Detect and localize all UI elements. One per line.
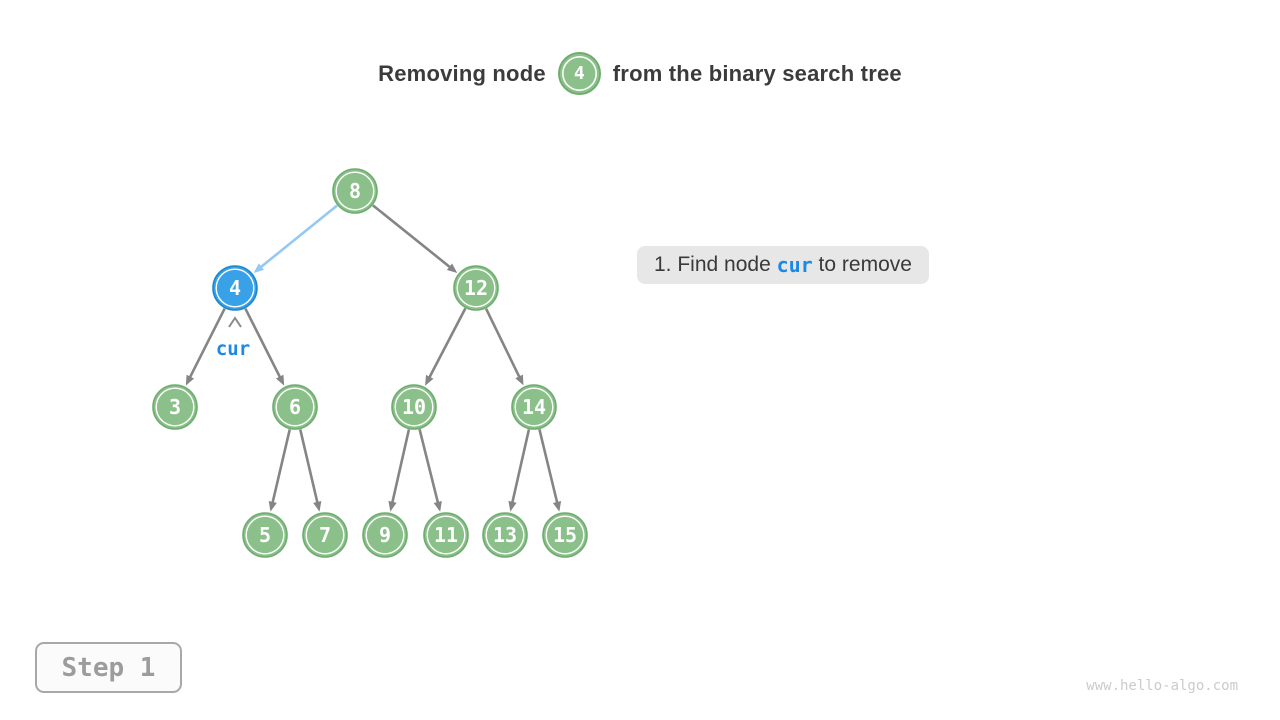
tree-node-8: 8 — [332, 168, 378, 214]
node-circle — [453, 265, 499, 311]
node-inner-ring — [335, 171, 375, 211]
tree-edge — [244, 307, 283, 380]
node-circle — [242, 512, 288, 558]
tree-node-label: 3 — [169, 395, 181, 419]
instruction-callout: 1. Find node cur to remove — [637, 246, 929, 284]
tree-node-13: 13 — [482, 512, 528, 558]
tree-node-label: 5 — [259, 523, 271, 547]
node-inner-ring — [394, 387, 434, 427]
node-inner-ring — [365, 515, 405, 555]
node-circle — [511, 384, 557, 430]
arrowhead-icon — [268, 500, 277, 512]
node-circle — [272, 384, 318, 430]
arrowhead-icon — [446, 263, 458, 273]
tree-edge — [187, 307, 226, 380]
watermark: www.hello-algo.com — [1086, 678, 1238, 694]
tree-edge — [270, 429, 292, 506]
node-circle — [212, 265, 258, 311]
caret-up-icon — [228, 316, 242, 328]
arrowhead-icon — [515, 374, 524, 386]
tree-node-label: 15 — [553, 523, 577, 547]
tree-edge-highlighted — [258, 204, 338, 270]
arrowhead-icon — [433, 500, 442, 512]
node-circle — [362, 512, 408, 558]
tree-edge — [510, 429, 531, 506]
tree-edge — [427, 307, 467, 381]
arrowhead-icon — [425, 374, 434, 386]
instruction-keyword-cur: cur — [776, 253, 813, 277]
cur-pointer-label: cur — [216, 338, 250, 360]
arrowhead-icon — [552, 500, 562, 512]
title-suffix: from the binary search tree — [612, 60, 902, 86]
tree-node-11: 11 — [423, 512, 469, 558]
tree-edge — [538, 429, 559, 506]
tree-node-10: 10 — [391, 384, 437, 430]
tree-node-4: 4 — [212, 265, 258, 311]
tree-node-9: 9 — [362, 512, 408, 558]
node-circle — [152, 384, 198, 430]
arrowhead-icon — [388, 500, 397, 512]
tree-node-15: 15 — [542, 512, 588, 558]
tree-node-label: 10 — [402, 395, 426, 419]
node-circle — [482, 512, 528, 558]
step-badge: Step 1 — [35, 642, 182, 693]
node-inner-ring — [245, 515, 285, 555]
node-inner-ring — [514, 387, 554, 427]
node-circle — [423, 512, 469, 558]
arrowhead-icon — [508, 500, 517, 512]
instruction-prefix: 1. Find node — [654, 253, 777, 276]
node-inner-ring — [305, 515, 345, 555]
node-inner-ring — [456, 268, 496, 308]
tree-node-14: 14 — [511, 384, 557, 430]
node-inner-ring — [485, 515, 525, 555]
title-node-circle: 4 — [557, 52, 601, 95]
tree-edge — [372, 204, 453, 270]
node-inner-ring — [426, 515, 466, 555]
tree-node-label: 12 — [464, 276, 488, 300]
tree-node-12: 12 — [453, 265, 499, 311]
tree-node-label: 14 — [522, 395, 546, 419]
step-badge-label: Step 1 — [61, 652, 156, 683]
title-prefix: Removing node — [378, 60, 546, 86]
diagram-title: Removing node 4 from the binary search t… — [0, 52, 1280, 95]
tree-node-label: 6 — [289, 395, 301, 419]
node-inner-ring — [545, 515, 585, 555]
tree-node-label: 13 — [493, 523, 517, 547]
node-inner-ring — [215, 268, 255, 308]
tree-edge — [418, 428, 440, 506]
tree-node-5: 5 — [242, 512, 288, 558]
tree-edge — [484, 308, 522, 380]
tree-node-3: 3 — [152, 384, 198, 430]
tree-node-label: 4 — [229, 276, 241, 300]
tree-node-6: 6 — [272, 384, 318, 430]
node-circle — [391, 384, 437, 430]
arrowhead-icon — [275, 374, 285, 386]
tree-node-7: 7 — [302, 512, 348, 558]
node-circle — [302, 512, 348, 558]
title-node-value: 4 — [573, 63, 585, 84]
arrowhead-icon — [253, 263, 265, 273]
tree-node-label: 7 — [319, 523, 331, 547]
arrowhead-icon — [185, 374, 195, 386]
tree-edge — [390, 429, 411, 506]
arrowhead-icon — [313, 500, 322, 512]
tree-edge — [298, 429, 320, 506]
node-circle — [332, 168, 378, 214]
tree-node-label: 8 — [349, 179, 361, 203]
node-inner-ring — [275, 387, 315, 427]
instruction-suffix: to remove — [812, 253, 912, 276]
node-inner-ring — [155, 387, 195, 427]
tree-node-label: 9 — [379, 523, 391, 547]
node-circle — [542, 512, 588, 558]
tree-node-label: 11 — [434, 523, 458, 547]
